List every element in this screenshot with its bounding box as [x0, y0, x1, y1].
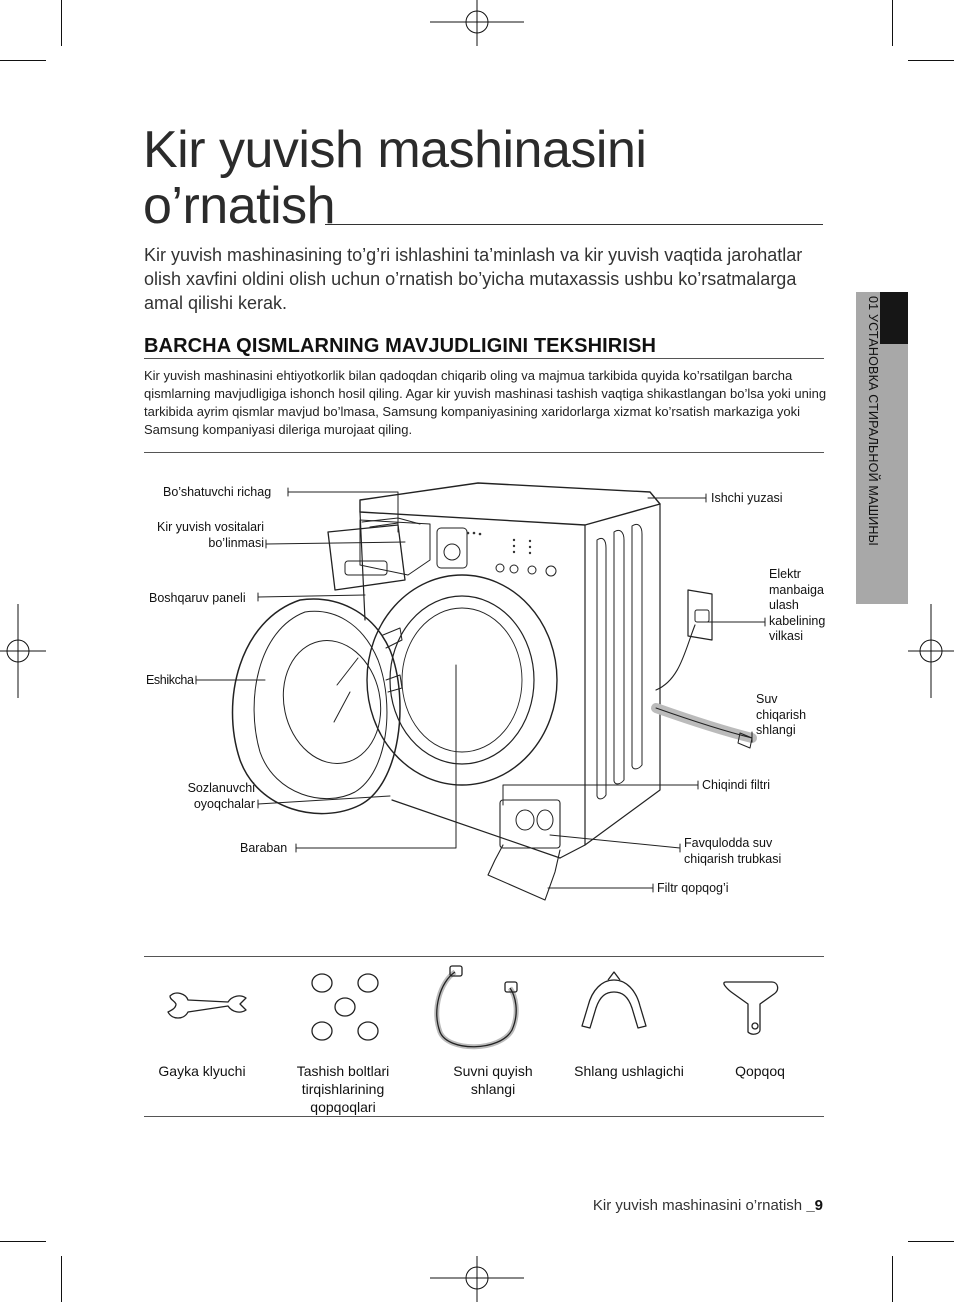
- registration-mark-left: [0, 604, 46, 698]
- callout-adjustable-feet: Sozlanuvchi oyoqchalar: [187, 781, 255, 811]
- callout-detergent-drawer: Kir yuvish vositalari bo’linmasi: [157, 520, 264, 550]
- part-label-water-hose: Suvni quyish shlangi: [453, 1063, 533, 1097]
- hose-guide-icon: [581, 971, 647, 1029]
- page-title-line1: Kir yuvish mashinasini: [143, 121, 647, 179]
- parts-bottom-divider: [144, 1116, 824, 1117]
- water-hose-icon: [434, 965, 519, 1050]
- registration-mark-right: [908, 604, 954, 698]
- title-underline: [325, 224, 823, 225]
- part-label-cap: Qopqoq: [735, 1063, 785, 1079]
- diagram-top-divider: [144, 452, 824, 453]
- registration-mark-bottom: [430, 1256, 524, 1302]
- callout-emergency-drain: Favqulodda suv chiqarish trubkasi: [684, 836, 782, 866]
- part-label-spanner: Gayka klyuchi: [158, 1063, 246, 1079]
- washing-machine-diagram: [195, 482, 766, 901]
- chapter-tab: [856, 292, 908, 604]
- registration-mark-top: [430, 0, 524, 46]
- callout-door: Eshikcha: [146, 673, 194, 687]
- intro-paragraph: Kir yuvish mashinasining to’g’ri ishlash…: [144, 245, 803, 313]
- cap-icon: [723, 981, 779, 1035]
- callout-control-panel: Boshqaruv paneli: [149, 591, 246, 605]
- section-divider: [144, 358, 824, 359]
- footer-text: Kir yuvish mashinasini o’rnatish: [592, 1197, 807, 1214]
- callout-worktop: Ishchi yuzasi: [711, 491, 783, 505]
- chapter-tab-marker: [880, 292, 908, 344]
- chapter-tab-label: 01 УСТАНОВКА СТИРАЛЬНОЙ МАШИНЫ: [866, 296, 880, 546]
- page-footer: Kir yuvish mashinasini o’rnatish _9: [593, 1197, 823, 1214]
- parts-icons: [167, 965, 779, 1050]
- page-title-line2: o’rnatish: [143, 177, 336, 235]
- callout-filter-cover: Filtr qopqog’i: [657, 881, 729, 895]
- page-number: _9: [806, 1197, 823, 1214]
- page-title: Kir yuvish mashinasini o’rnatish: [143, 122, 823, 234]
- spanner-icon: [167, 992, 247, 1019]
- part-label-hose-guide: Shlang ushlagichi: [574, 1063, 684, 1079]
- callout-power-plug: Elektr manbaiga ulash kabelining vilkasi: [769, 567, 826, 643]
- section-heading: BARCHA QISMLARNING MAVJUDLIGINI TEKSHIRI…: [144, 335, 656, 357]
- callout-drum: Baraban: [240, 841, 288, 855]
- part-label-bolt-caps: Tashish boltlari tirqishlarining qopqoql…: [296, 1063, 390, 1115]
- callout-debris-filter: Chiqindi filtri: [702, 778, 771, 792]
- bolt-caps-icon: [311, 973, 379, 1041]
- callout-drain-hose: Suv chiqarish shlangi: [756, 692, 807, 737]
- parts-top-divider: [144, 956, 824, 957]
- section-body: Kir yuvish mashinasini ehtiyotkorlik bil…: [144, 368, 827, 437]
- callout-release-lever: Bo’shatuvchi richag: [163, 485, 272, 499]
